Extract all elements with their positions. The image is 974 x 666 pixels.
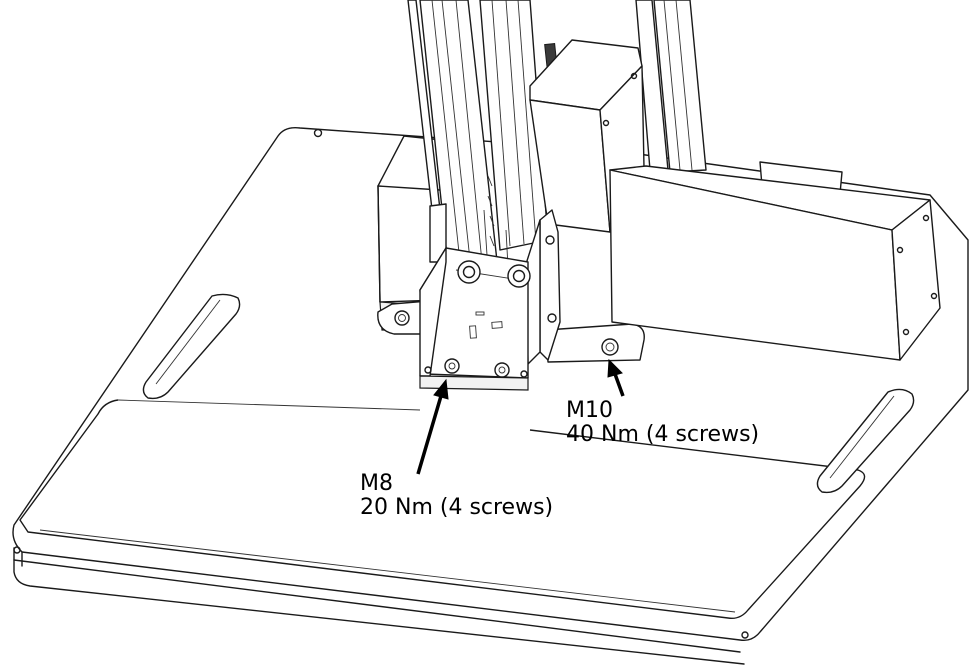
plate-hole	[13, 546, 21, 554]
plate-hole	[313, 128, 323, 138]
m10-screw	[601, 338, 619, 356]
arrow-m10	[607, 358, 625, 397]
handle-slot-left	[142, 293, 241, 400]
m8-screw	[444, 358, 460, 374]
callout-m10-size: M10	[566, 398, 613, 423]
callout-m10-torque: 40 Nm (4 screws)	[566, 422, 760, 447]
callout-m8-torque: 20 Nm (4 screws)	[360, 495, 554, 520]
horizontal-arm	[609, 165, 941, 361]
callout-m10: M10 40 Nm (4 screws)	[566, 399, 759, 447]
vertical-column	[407, 0, 707, 327]
handle-slot-right	[816, 388, 915, 494]
m8-screw	[494, 362, 510, 378]
left-bracket	[419, 203, 531, 391]
right-bracket	[525, 209, 561, 365]
plate-hole	[741, 631, 749, 639]
arrow-m8	[416, 378, 449, 475]
callout-m8-size: M8	[360, 471, 393, 496]
callout-m8: M8 20 Nm (4 screws)	[360, 472, 553, 520]
